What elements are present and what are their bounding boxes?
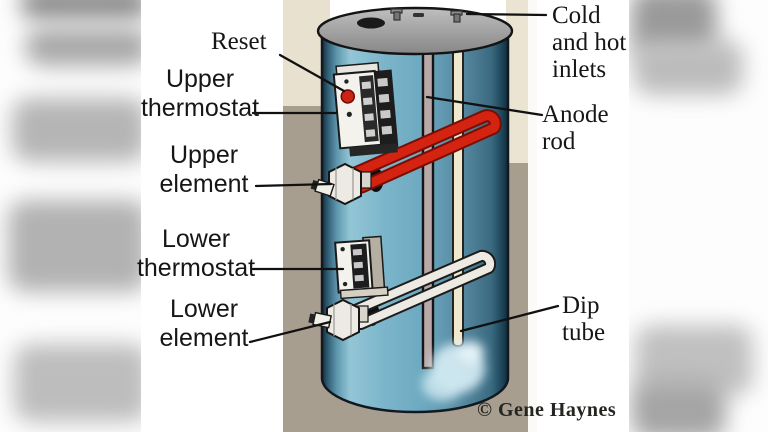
blur-blob bbox=[25, 28, 141, 66]
upper-thermostat-label: Upper thermostat bbox=[140, 65, 260, 122]
water-heater-illustration bbox=[248, 0, 560, 432]
blur-blob bbox=[633, 40, 743, 95]
hot-inlet-fitting bbox=[450, 10, 463, 23]
blur-blob bbox=[14, 344, 141, 422]
leader-lines bbox=[248, 12, 560, 344]
cold-hot-inlets-label: Cold and hot inlets bbox=[552, 2, 627, 83]
cold-inlet-fitting bbox=[390, 8, 403, 21]
water-spray bbox=[422, 341, 485, 401]
lid-vent-slot bbox=[413, 13, 424, 17]
lid-opening bbox=[357, 17, 385, 29]
leader-upper-element bbox=[254, 182, 333, 188]
upper-element-label: Upper element bbox=[159, 141, 249, 198]
lower-thermostat-label: Lower thermostat bbox=[136, 225, 256, 282]
leader-dip-tube bbox=[459, 304, 560, 333]
copyright-credit: © Gene Haynes bbox=[477, 399, 617, 421]
right-blur-bar bbox=[629, 0, 768, 432]
leader-anode-rod bbox=[425, 95, 544, 117]
upper-thermostat bbox=[332, 61, 399, 157]
anode-rod-label: Anode rod bbox=[542, 101, 609, 155]
lower-heating-element bbox=[308, 249, 497, 342]
blur-blob bbox=[20, 0, 141, 20]
tank-lid bbox=[316, 6, 514, 56]
lower-element-label: Lower element bbox=[159, 295, 249, 352]
dip-tube bbox=[452, 47, 464, 347]
reset-button bbox=[340, 89, 356, 104]
dip-tube-label: Dip tube bbox=[562, 292, 606, 346]
left-blur-bar bbox=[0, 0, 141, 432]
lower-thermostat bbox=[334, 235, 389, 300]
leader-reset bbox=[278, 53, 346, 93]
reset-label: Reset bbox=[211, 28, 267, 55]
leader-inlets bbox=[465, 12, 548, 17]
blur-blob bbox=[12, 98, 141, 162]
lower-element-hex-nut bbox=[326, 298, 360, 342]
wall-corner-highlight bbox=[528, 0, 537, 432]
anode-rod bbox=[421, 46, 435, 370]
blur-blob bbox=[631, 380, 726, 432]
leader-lower-element bbox=[248, 320, 332, 344]
blur-blob bbox=[8, 200, 141, 292]
